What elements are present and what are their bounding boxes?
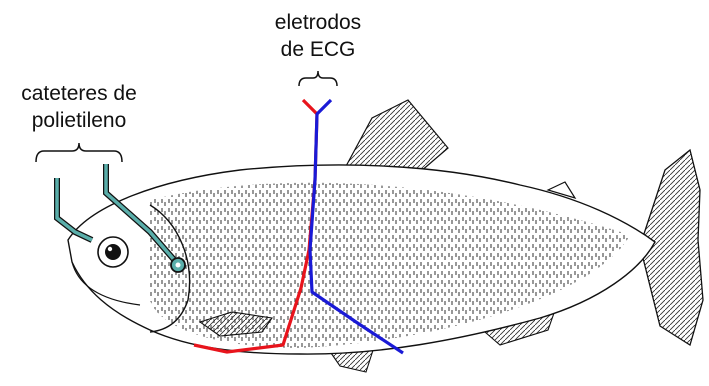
catheter-label-line1: cateteres de xyxy=(21,82,137,105)
catheter-brace xyxy=(35,142,123,163)
catheter-label-line2: polietileno xyxy=(31,109,127,132)
gill-cover xyxy=(149,204,191,333)
ecg-brace xyxy=(298,70,338,87)
adipose-fin xyxy=(546,181,577,200)
ecg-label-line2: de ECG xyxy=(280,38,356,61)
dorsal-fin xyxy=(344,99,449,173)
ecg-wire-blue xyxy=(308,98,404,355)
tail-fin xyxy=(639,148,704,347)
ecg-label-line1: eletrodos xyxy=(274,11,362,34)
pectoral-fin xyxy=(198,311,273,337)
